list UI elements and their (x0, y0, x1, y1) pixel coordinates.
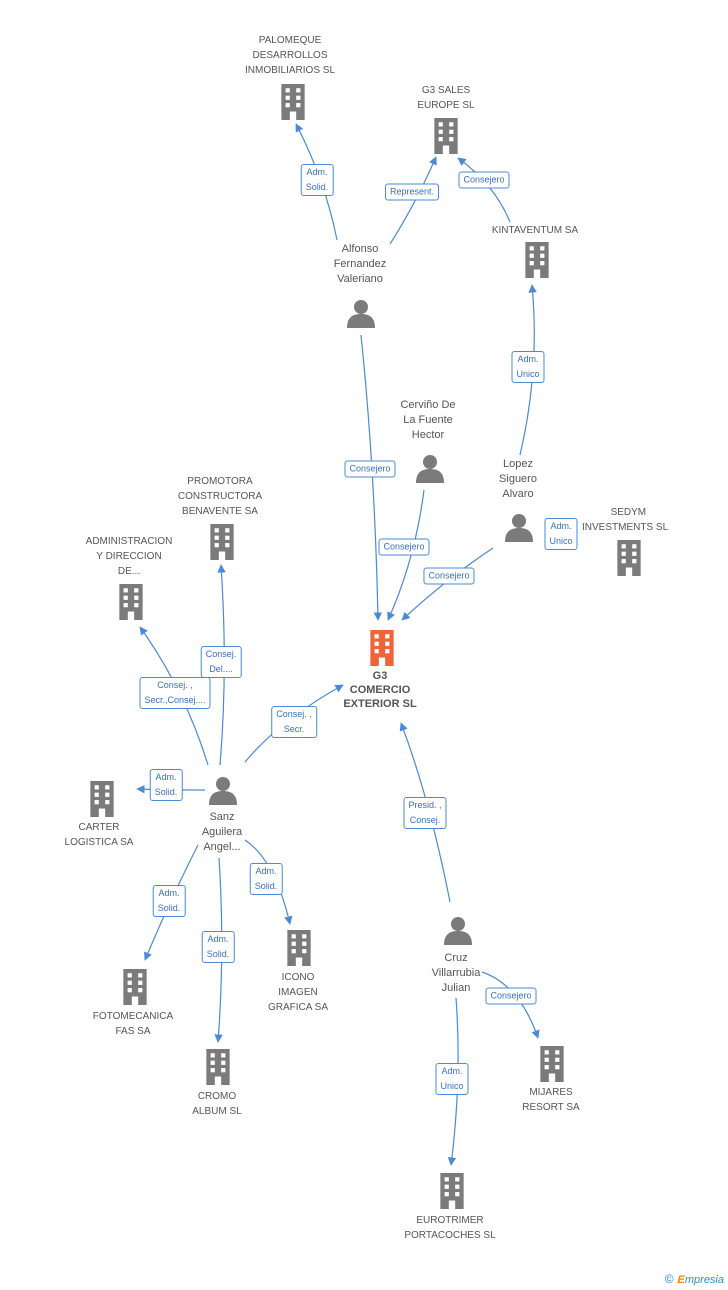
building-icon-carter[interactable] (90, 781, 114, 817)
role-label-cromo[interactable]: Adm.Solid. (201, 931, 235, 963)
edge-cruz-mijares (481, 971, 540, 1039)
role-label-mijares[interactable]: Consejero (485, 987, 537, 1005)
role-label-fotomecanica[interactable]: Adm.Solid. (152, 885, 186, 917)
role-label-kinta-consejero[interactable]: Consejero (458, 171, 510, 189)
role-label-administracion[interactable]: Consej. ,Secr.,Consej.... (139, 677, 211, 709)
building-icon-kintaventum[interactable] (525, 242, 549, 278)
building-icon-g3comercio[interactable] (370, 630, 394, 666)
role-label-adm-unico-kinta[interactable]: Adm.Unico (511, 351, 545, 383)
building-icon-eurotrimer[interactable] (440, 1173, 464, 1209)
role-label-lopez-consejero[interactable]: Consejero (423, 567, 475, 585)
role-label-cervino-consejero[interactable]: Consejero (378, 538, 430, 556)
person-icon-sanz[interactable] (209, 777, 237, 805)
building-icon-promotora[interactable] (210, 524, 234, 560)
role-label-represent[interactable]: Represent. (384, 183, 440, 201)
role-label-alfonso-consejero[interactable]: Consejero (344, 460, 396, 478)
node-label-kintaventum[interactable]: KINTAVENTUM SA (491, 225, 579, 236)
building-icon-palomeque[interactable] (281, 84, 305, 120)
person-icon-lopez[interactable] (505, 514, 533, 542)
building-icon-cromo[interactable] (206, 1049, 230, 1085)
edge-alfonso-g3 (360, 334, 383, 621)
empresia-logo[interactable]: ©Empresia (664, 1272, 724, 1286)
building-icon-administracion[interactable] (119, 584, 143, 620)
building-icon-g3sales[interactable] (434, 118, 458, 154)
person-icon-cruz[interactable] (444, 917, 472, 945)
role-label-promotora[interactable]: Consej.Del.... (200, 646, 242, 678)
role-label-eurotrimer[interactable]: Adm.Unico (435, 1063, 469, 1095)
building-icon-icono[interactable] (287, 930, 311, 966)
building-icon-sedym[interactable] (617, 540, 641, 576)
person-icon-alfonso[interactable] (347, 300, 375, 328)
person-icon-cervino[interactable] (416, 455, 444, 483)
edge-kinta-g3sales (457, 157, 511, 223)
role-label-lopez-adm-unico[interactable]: Adm.Unico (544, 518, 578, 550)
edge-alfonso-g3sales (389, 156, 437, 245)
building-icon-mijares[interactable] (540, 1046, 564, 1082)
role-label-cruz-g3[interactable]: Presid. ,Consej. (403, 797, 447, 829)
building-icon-fotomecanica[interactable] (123, 969, 147, 1005)
role-label-icono[interactable]: Adm.Solid. (249, 863, 283, 895)
copyright-symbol: © (664, 1272, 674, 1286)
edge-cervino-g3 (387, 489, 425, 621)
role-label-sanz-g3[interactable]: Consej. ,Secr. (271, 706, 317, 738)
role-label-carter[interactable]: Adm.Solid. (149, 769, 183, 801)
role-label-palomeque[interactable]: Adm.Solid. (300, 164, 334, 196)
